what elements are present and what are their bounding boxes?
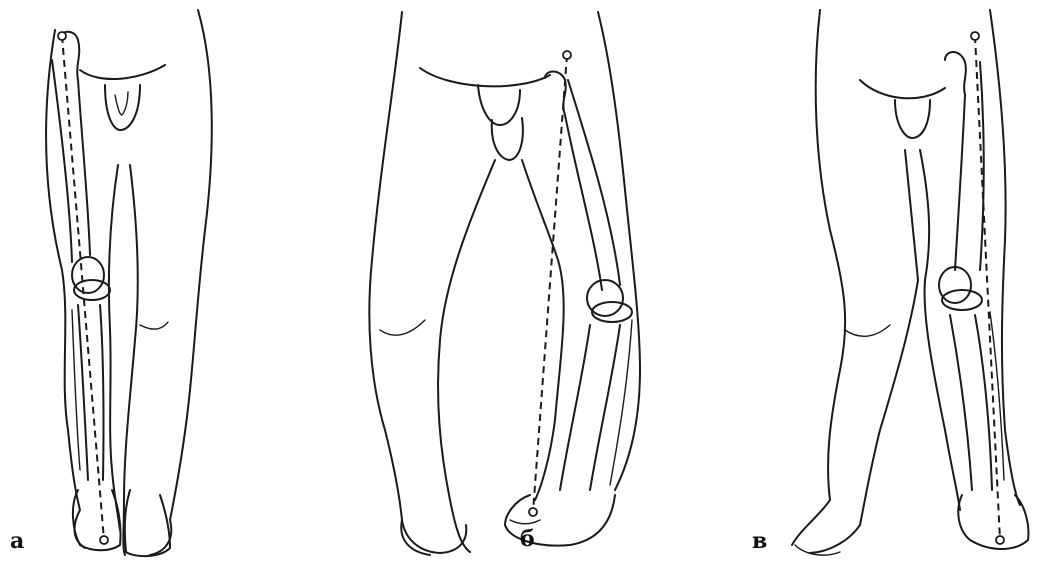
panel-label-b: б <box>520 528 535 550</box>
panel-label-c: в <box>752 530 767 552</box>
panel-b-illustration <box>369 12 640 555</box>
panel-label-a: а <box>10 530 24 552</box>
panel-a-illustration <box>46 10 212 556</box>
panel-c-illustration <box>792 10 1028 555</box>
